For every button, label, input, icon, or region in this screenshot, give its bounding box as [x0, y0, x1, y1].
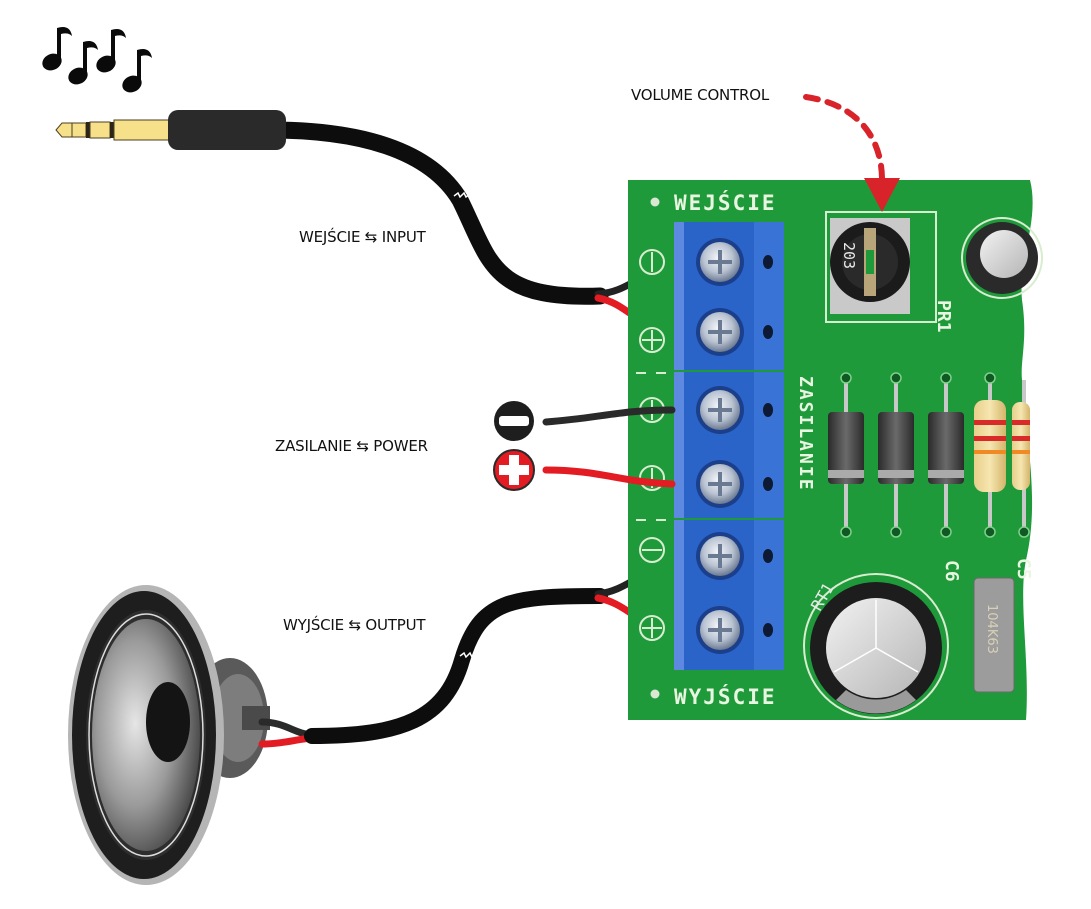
pcb-label-c6: C6	[941, 560, 962, 582]
negative-terminal-icon	[494, 401, 534, 441]
pcb-label-power: ZASILANIE	[795, 376, 816, 492]
mounting-hole	[650, 689, 660, 699]
resistors	[974, 380, 1030, 530]
power-wire-positive	[542, 466, 676, 488]
volume-potentiometer[interactable]: 203	[825, 211, 937, 323]
large-capacitor: RT1	[803, 573, 949, 719]
power-label: ZASILANIE ⇆ POWER	[275, 437, 428, 455]
pot-marking: 203	[840, 242, 858, 269]
output-label: WYJŚCIE ⇆ OUTPUT	[283, 616, 426, 634]
music-notes-icon	[42, 27, 152, 93]
screw-input-positive	[696, 308, 744, 356]
pcb-label-input: WEJŚCIE	[674, 190, 777, 215]
pcb-label-output: WYJŚCIE	[674, 684, 777, 709]
film-cap-marking: 104K63	[984, 604, 999, 654]
pcb-label-pr1: PR1	[933, 300, 954, 333]
terminal-screws[interactable]	[696, 238, 744, 654]
pcb-vias	[840, 372, 1030, 538]
output-cable	[304, 588, 608, 744]
volume-arrow	[803, 94, 900, 212]
audio-jack-icon	[55, 110, 286, 150]
input-label: WEJŚCIE ⇆ INPUT	[299, 228, 426, 246]
input-cable	[261, 121, 609, 305]
cable-break-mark	[453, 191, 471, 199]
power-wire-negative	[542, 406, 676, 426]
screw-output-negative	[696, 532, 744, 580]
positive-terminal-icon	[493, 449, 535, 491]
screw-input-negative	[696, 238, 744, 286]
diodes	[828, 380, 964, 530]
screw-power-negative	[696, 386, 744, 434]
pcb-label-c5: C5	[1013, 558, 1034, 580]
speaker-icon	[68, 585, 270, 885]
volume-control-label: VOLUME CONTROL	[631, 86, 770, 104]
film-capacitor: 104K63	[973, 577, 1015, 693]
cable-break-mark	[459, 651, 477, 659]
screw-output-positive	[696, 606, 744, 654]
mounting-hole	[650, 197, 660, 207]
screw-power-positive	[696, 460, 744, 508]
small-capacitor	[961, 217, 1043, 299]
wire-entry-holes	[763, 255, 773, 637]
